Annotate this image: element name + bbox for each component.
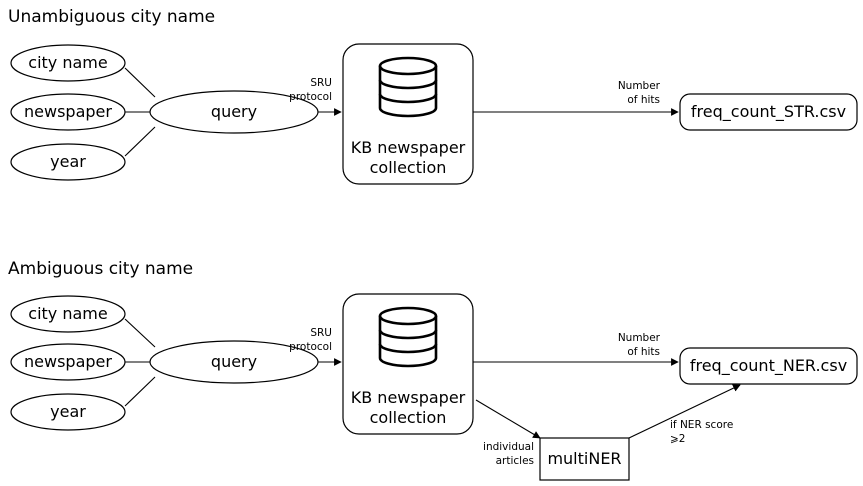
output-label: freq_count_STR.csv bbox=[690, 102, 847, 121]
edge-year-to-query bbox=[124, 126, 156, 157]
articles-edge-label: individual articles bbox=[483, 441, 534, 468]
input-node-year bbox=[10, 393, 126, 431]
ner-node bbox=[539, 437, 630, 481]
query-label: query bbox=[210, 102, 258, 121]
section-1-shapes bbox=[10, 43, 858, 185]
input-node-city-name bbox=[10, 44, 126, 82]
output-node bbox=[679, 93, 858, 131]
input-node-year bbox=[10, 143, 126, 181]
output-node bbox=[679, 347, 858, 385]
sru-edge-label: SRU protocol bbox=[289, 327, 332, 354]
sru-edge-label: SRU protocol bbox=[289, 77, 332, 104]
input-label-newspaper: newspaper bbox=[24, 352, 112, 371]
ner-label: multiNER bbox=[547, 449, 622, 468]
edge-ner-to-output bbox=[628, 384, 741, 439]
hits-edge-label: Number of hits bbox=[617, 80, 660, 107]
database-icon bbox=[378, 306, 438, 368]
input-node-city-name bbox=[10, 295, 126, 333]
input-label-year: year bbox=[50, 152, 86, 171]
output-label: freq_count_NER.csv bbox=[689, 356, 848, 375]
query-label: query bbox=[210, 352, 258, 371]
edge-city-to-query bbox=[124, 67, 156, 98]
ner-score-edge-label: if NER score ⩾2 bbox=[670, 419, 734, 446]
input-label-city-name: city name bbox=[28, 304, 108, 323]
database-label: KB newspaper collection bbox=[350, 138, 466, 178]
edge-db-to-ner bbox=[475, 399, 541, 439]
edge-city-to-query bbox=[124, 318, 156, 348]
database-label: KB newspaper collection bbox=[350, 388, 466, 428]
database-node bbox=[342, 43, 474, 185]
input-label-city-name: city name bbox=[28, 53, 108, 72]
input-label-newspaper: newspaper bbox=[24, 102, 112, 121]
edge-year-to-query bbox=[124, 376, 156, 407]
hits-edge-label: Number of hits bbox=[617, 332, 660, 359]
section-title: Unambiguous city name bbox=[8, 7, 216, 27]
section-2-shapes bbox=[10, 293, 858, 481]
database-node bbox=[342, 293, 474, 435]
section-title: Ambiguous city name bbox=[8, 259, 194, 279]
input-label-year: year bbox=[50, 402, 86, 421]
database-icon bbox=[378, 56, 438, 118]
